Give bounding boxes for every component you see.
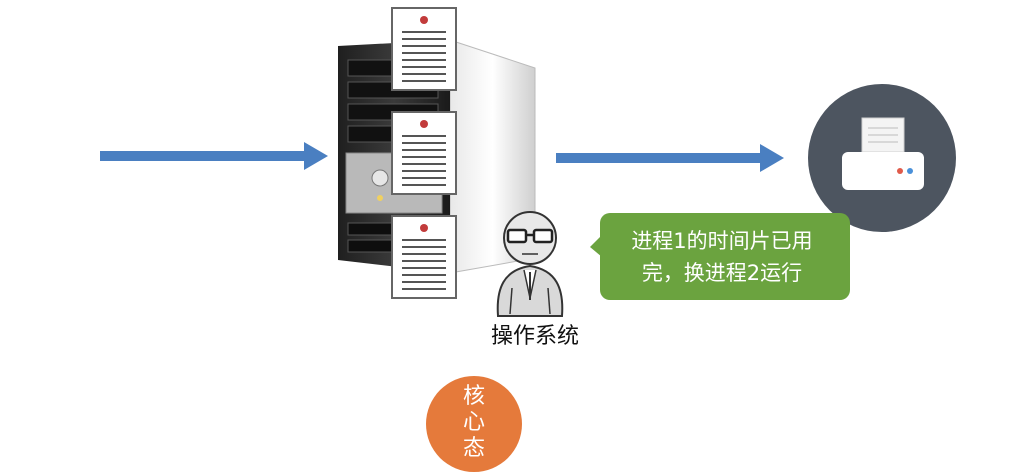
kernel-char-1: 核 [462, 384, 485, 409]
os-label: 操作系统 [490, 324, 579, 349]
input-arrow [100, 142, 328, 170]
printer-icon [808, 84, 956, 232]
kernel-mode-badge: 核 心 态 [426, 376, 522, 472]
output-arrow [556, 144, 784, 172]
speech-bubble-text: 进程1的时间片已用 完，换进程2运行 [606, 225, 838, 289]
speech-bubble-line2: 完，换进程2运行 [641, 261, 803, 285]
speech-bubble: 进程1的时间片已用 完，换进程2运行 [590, 213, 850, 300]
document-icon [391, 7, 457, 91]
operating-system-figure-icon [496, 211, 564, 317]
speech-bubble-shape [590, 213, 850, 300]
document-icon [391, 215, 457, 299]
kernel-char-3: 态 [462, 436, 485, 461]
kernel-char-2: 心 [462, 410, 485, 435]
speech-bubble-line1: 进程1的时间片已用 [631, 229, 813, 253]
document-icon [391, 111, 457, 195]
